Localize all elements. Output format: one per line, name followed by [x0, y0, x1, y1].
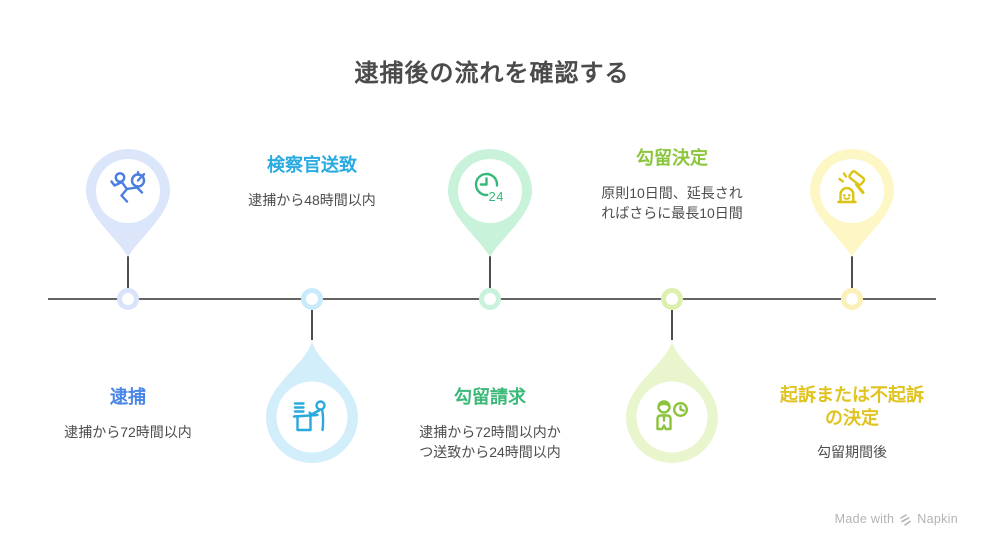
person-clock-icon — [656, 400, 689, 431]
timeline-node-step4 — [661, 288, 683, 310]
step1-text: 逮捕 逮捕から72時間以内 — [18, 386, 238, 442]
timeline-node-step5 — [841, 288, 863, 310]
connector-step4 — [671, 310, 673, 340]
clock-24-icon: 24 — [474, 172, 504, 204]
timeline-node-step1 — [117, 288, 139, 310]
step4-label: 勾留決定 — [636, 148, 708, 168]
step1-label: 逮捕 — [110, 387, 146, 407]
step4-description: 原則10日間、延長され ればさらに最長10日間 — [601, 184, 743, 221]
step5-description: 勾留期間後 — [817, 444, 887, 460]
step3-label: 勾留請求 — [454, 387, 526, 407]
napkin-logo-icon — [900, 513, 912, 526]
prosecutor-desk-icon — [292, 400, 326, 432]
marker-pin-step5 — [810, 149, 894, 257]
connector-step2 — [311, 310, 313, 340]
timeline-node-step2 — [301, 288, 323, 310]
step2-label: 検察官送致 — [267, 155, 357, 175]
step5-label: 起訴または不起訴 の決定 — [780, 385, 924, 428]
step5-text: 起訴または不起訴 の決定 勾留期間後 — [742, 384, 962, 462]
running-person-stopwatch-icon — [110, 171, 146, 203]
napkin-watermark[interactable]: Made with Napkin — [835, 512, 958, 526]
watermark-text: Made with — [834, 512, 895, 526]
marker-drop-step4 — [626, 341, 718, 463]
gavel-smiley-icon — [837, 170, 866, 204]
step2-description: 逮捕から48時間以内 — [248, 191, 376, 208]
marker-pin-step1 — [86, 149, 170, 257]
connector-step3 — [489, 256, 491, 288]
page-title: 逮捕後の流れを確認する — [354, 60, 630, 87]
connector-step5 — [851, 256, 853, 288]
connector-step1 — [127, 256, 129, 288]
step1-description: 逮捕から72時間以内 — [64, 423, 192, 440]
timeline-node-step3 — [479, 288, 501, 310]
step3-text: 勾留請求 逮捕から72時間以内か つ送致から24時間以内 — [380, 386, 600, 462]
step2-text: 検察官送致 逮捕から48時間以内 — [197, 154, 427, 210]
step4-text: 勾留決定 原則10日間、延長され ればさらに最長10日間 — [557, 147, 787, 223]
svg-text:24: 24 — [489, 189, 504, 204]
watermark-brand: Napkin — [917, 512, 958, 526]
marker-drop-step2 — [266, 341, 358, 463]
marker-pin-step3: 24 — [448, 149, 532, 257]
step3-description: 逮捕から72時間以内か つ送致から24時間以内 — [419, 423, 561, 460]
